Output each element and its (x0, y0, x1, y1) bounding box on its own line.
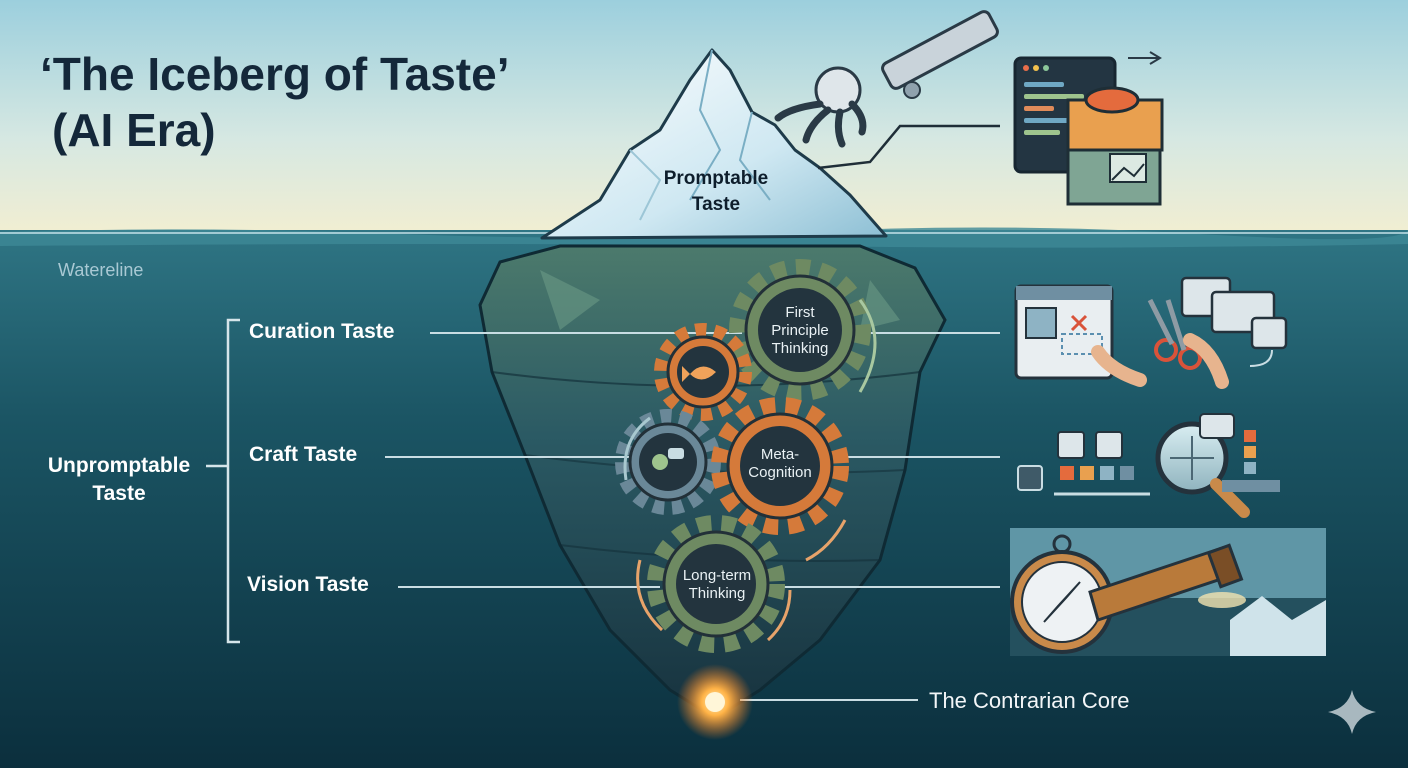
cycle-arrow (858, 299, 877, 393)
telescope-icon (1088, 543, 1244, 622)
gear-text-line: Long-term (682, 567, 752, 584)
gear-text-line: Cognition (748, 464, 812, 481)
contrarian-core-label: The Contrarian Core (929, 688, 1130, 713)
unpromptable-bracket (226, 318, 240, 644)
cycle-arrow (805, 519, 847, 562)
robot-hand-icon (774, 10, 999, 148)
promptable-line-1: Promptable (663, 168, 769, 189)
fish-icon (682, 366, 716, 382)
page-title: ‘The Iceberg of Taste’ (AI Era) (40, 46, 680, 158)
title-line-1: ‘The Iceberg of Taste’ (40, 48, 510, 100)
craft-taste-label: Craft Taste (249, 443, 358, 466)
unpromptable-line-2: Taste (92, 482, 146, 505)
gear-chat (615, 409, 721, 515)
sparkle-icon (1328, 690, 1376, 734)
title-line-2: (AI Era) (52, 104, 216, 156)
cycle-arrow (766, 589, 792, 642)
image-cards-icon (1180, 276, 1288, 367)
tip-connector (817, 124, 1000, 170)
meta-cognition-label: Meta- Cognition (720, 446, 840, 482)
gear-text-line: Meta- (760, 446, 800, 463)
people-icon (652, 454, 668, 470)
palette-icon (1017, 431, 1150, 496)
waterline-label: Watereline (58, 260, 144, 280)
unpromptable-taste-label: Unpromptable Taste (34, 452, 204, 508)
gear-long-term (647, 515, 785, 653)
magnifier-icon (1155, 413, 1280, 518)
gear-fish (654, 323, 752, 421)
gear-first-principle (729, 259, 871, 401)
iceberg-tip (540, 48, 888, 240)
compass-icon (1010, 534, 1114, 654)
cycle-arrow (623, 416, 651, 481)
first-principle-thinking-label: First Principle Thinking (740, 304, 860, 358)
gear-meta-cognition (711, 397, 849, 535)
stacked-blocks-icon (1066, 51, 1164, 206)
gear-text-line: First (785, 304, 815, 321)
promptable-line-2: Taste (691, 194, 741, 215)
gear-text-line: Thinking (688, 585, 746, 602)
scissors-icon (1091, 298, 1229, 389)
vision-taste-label: Vision Taste (247, 573, 369, 596)
long-term-thinking-label: Long-term Thinking (655, 567, 779, 603)
cycle-arrow (636, 559, 664, 632)
layout-editor-icon (1014, 284, 1114, 380)
gear-text-line: Thinking (771, 340, 829, 357)
promptable-taste-label: Promptable Taste (630, 166, 802, 218)
gear-text-line: Principle (771, 322, 829, 339)
curation-taste-label: Curation Taste (249, 320, 395, 343)
contrarian-core (705, 692, 725, 712)
unpromptable-line-1: Unpromptable (47, 454, 191, 477)
